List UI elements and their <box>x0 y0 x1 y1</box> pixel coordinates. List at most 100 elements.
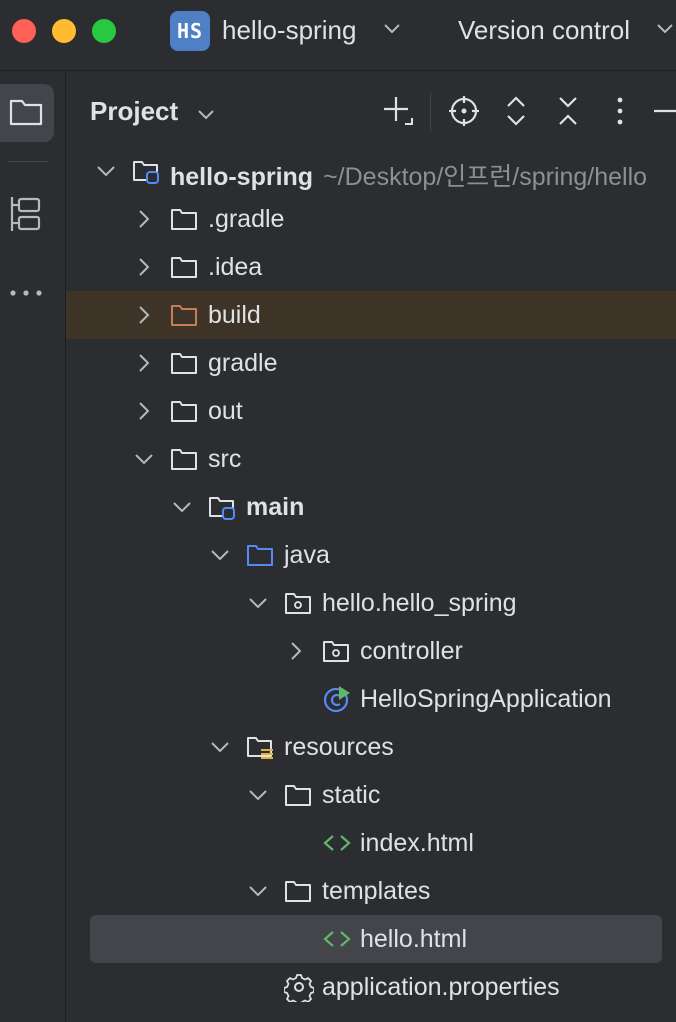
new-file-button[interactable] <box>380 93 416 129</box>
add-icon <box>384 97 413 125</box>
gradle-label: gradle <box>208 349 278 377</box>
tree-row-root[interactable]: hello-spring ~/Desktop/인프런/spring/hello <box>66 147 676 195</box>
gear-icon <box>284 974 314 1002</box>
more-tools-icon[interactable] <box>8 285 44 301</box>
package-icon <box>323 641 349 662</box>
tree-row-out[interactable]: out <box>66 387 676 435</box>
package-label: hello.hello_spring <box>322 589 517 617</box>
chevron-down-icon[interactable] <box>246 879 270 903</box>
expand-all-icon <box>507 96 525 126</box>
main-label: main <box>246 493 305 521</box>
resources-label: resources <box>284 733 394 761</box>
tree-row-gradle-dir[interactable]: .gradle <box>66 195 676 243</box>
structure-icon[interactable] <box>8 195 42 233</box>
hide-panel-button[interactable] <box>650 93 676 129</box>
index-html-label: index.html <box>360 829 474 857</box>
hello-html-label: hello.html <box>360 925 467 953</box>
tree-row-app-class[interactable]: HelloSpringApplication <box>66 675 676 723</box>
tree-row-hello-html[interactable]: hello.html <box>90 915 662 963</box>
tool-window-strip <box>0 71 66 1022</box>
crosshair-icon <box>449 96 479 126</box>
chevron-down-icon[interactable] <box>246 783 270 807</box>
chevron-right-icon[interactable] <box>132 351 156 375</box>
chevron-down-icon[interactable] <box>382 18 402 38</box>
chevron-down-icon[interactable] <box>655 18 675 38</box>
tree-row-java[interactable]: java <box>66 531 676 579</box>
folder-icon <box>285 785 311 806</box>
tree-row-static[interactable]: static <box>66 771 676 819</box>
folder-icon <box>285 881 311 902</box>
templates-label: templates <box>322 877 431 905</box>
module-folder-icon <box>209 497 235 520</box>
minimize-window-button[interactable] <box>52 19 76 43</box>
chevron-right-icon[interactable] <box>132 399 156 423</box>
resources-folder-icon <box>247 737 273 759</box>
source-folder-icon <box>247 545 273 566</box>
tree-row-src[interactable]: src <box>66 435 676 483</box>
out-label: out <box>208 397 243 425</box>
root-path: ~/Desktop/인프런/spring/hello <box>323 163 648 191</box>
chevron-down-icon[interactable] <box>208 543 232 567</box>
html-file-icon <box>323 835 351 851</box>
collapse-all-button[interactable] <box>550 93 586 129</box>
chevron-down-icon[interactable] <box>170 495 194 519</box>
collapse-all-icon <box>559 97 577 125</box>
folder-icon <box>9 99 43 126</box>
folder-icon <box>171 353 197 374</box>
strip-divider <box>8 161 48 162</box>
tree-row-package[interactable]: hello.hello_spring <box>66 579 676 627</box>
static-label: static <box>322 781 381 809</box>
zoom-window-button[interactable] <box>92 19 116 43</box>
options-button[interactable] <box>602 93 638 129</box>
chevron-down-icon[interactable] <box>246 591 270 615</box>
java-label: java <box>284 541 330 569</box>
chevron-right-icon[interactable] <box>132 207 156 231</box>
tree-row-idea-dir[interactable]: .idea <box>66 243 676 291</box>
chevron-right-icon[interactable] <box>132 303 156 327</box>
idea-dir-label: .idea <box>208 253 263 281</box>
version-control-dropdown[interactable]: Version control <box>458 15 630 45</box>
chevron-down-icon[interactable] <box>196 104 216 124</box>
tree-row-properties[interactable]: application.properties <box>66 963 676 1011</box>
tree-row-templates[interactable]: templates <box>66 867 676 915</box>
tree-row-build[interactable]: build <box>66 291 676 339</box>
project-tool-button[interactable] <box>0 84 54 142</box>
chevron-down-icon[interactable] <box>208 735 232 759</box>
project-name-dropdown[interactable]: hello-spring <box>222 15 357 45</box>
expand-all-button[interactable] <box>498 93 534 129</box>
header-divider <box>430 93 431 131</box>
properties-label: application.properties <box>322 973 560 1001</box>
chevron-right-icon[interactable] <box>284 639 308 663</box>
tree-row-gradle[interactable]: gradle <box>66 339 676 387</box>
folder-icon <box>171 401 197 422</box>
tree-row-main[interactable]: main <box>66 483 676 531</box>
chevron-right-icon[interactable] <box>132 255 156 279</box>
src-label: src <box>208 445 242 473</box>
minimize-icon <box>654 109 676 113</box>
excluded-folder-icon <box>171 305 197 326</box>
project-panel-header: Project <box>66 71 676 155</box>
tree-row-resources[interactable]: resources <box>66 723 676 771</box>
folder-icon <box>171 257 197 278</box>
title-bar: HS hello-spring Version control <box>0 0 676 71</box>
module-folder-icon <box>133 161 159 184</box>
close-window-button[interactable] <box>12 19 36 43</box>
app-class-label: HelloSpringApplication <box>360 685 612 713</box>
folder-icon <box>171 209 197 230</box>
folder-icon <box>171 449 197 470</box>
build-dir-label: build <box>208 301 261 329</box>
spring-boot-class-icon <box>323 686 350 713</box>
chevron-down-icon[interactable] <box>94 159 118 183</box>
tree-row-controller[interactable]: controller <box>66 627 676 675</box>
gradle-dir-label: .gradle <box>208 205 285 233</box>
tree-row-index-html[interactable]: index.html <box>66 819 676 867</box>
project-badge[interactable]: HS <box>170 11 210 51</box>
package-icon <box>285 593 311 614</box>
chevron-down-icon[interactable] <box>132 447 156 471</box>
locate-file-button[interactable] <box>446 93 482 129</box>
root-label: hello-spring <box>170 163 314 191</box>
panel-title[interactable]: Project <box>90 96 179 126</box>
more-vertical-icon <box>617 97 623 125</box>
html-file-icon <box>323 931 351 947</box>
controller-label: controller <box>360 637 463 665</box>
